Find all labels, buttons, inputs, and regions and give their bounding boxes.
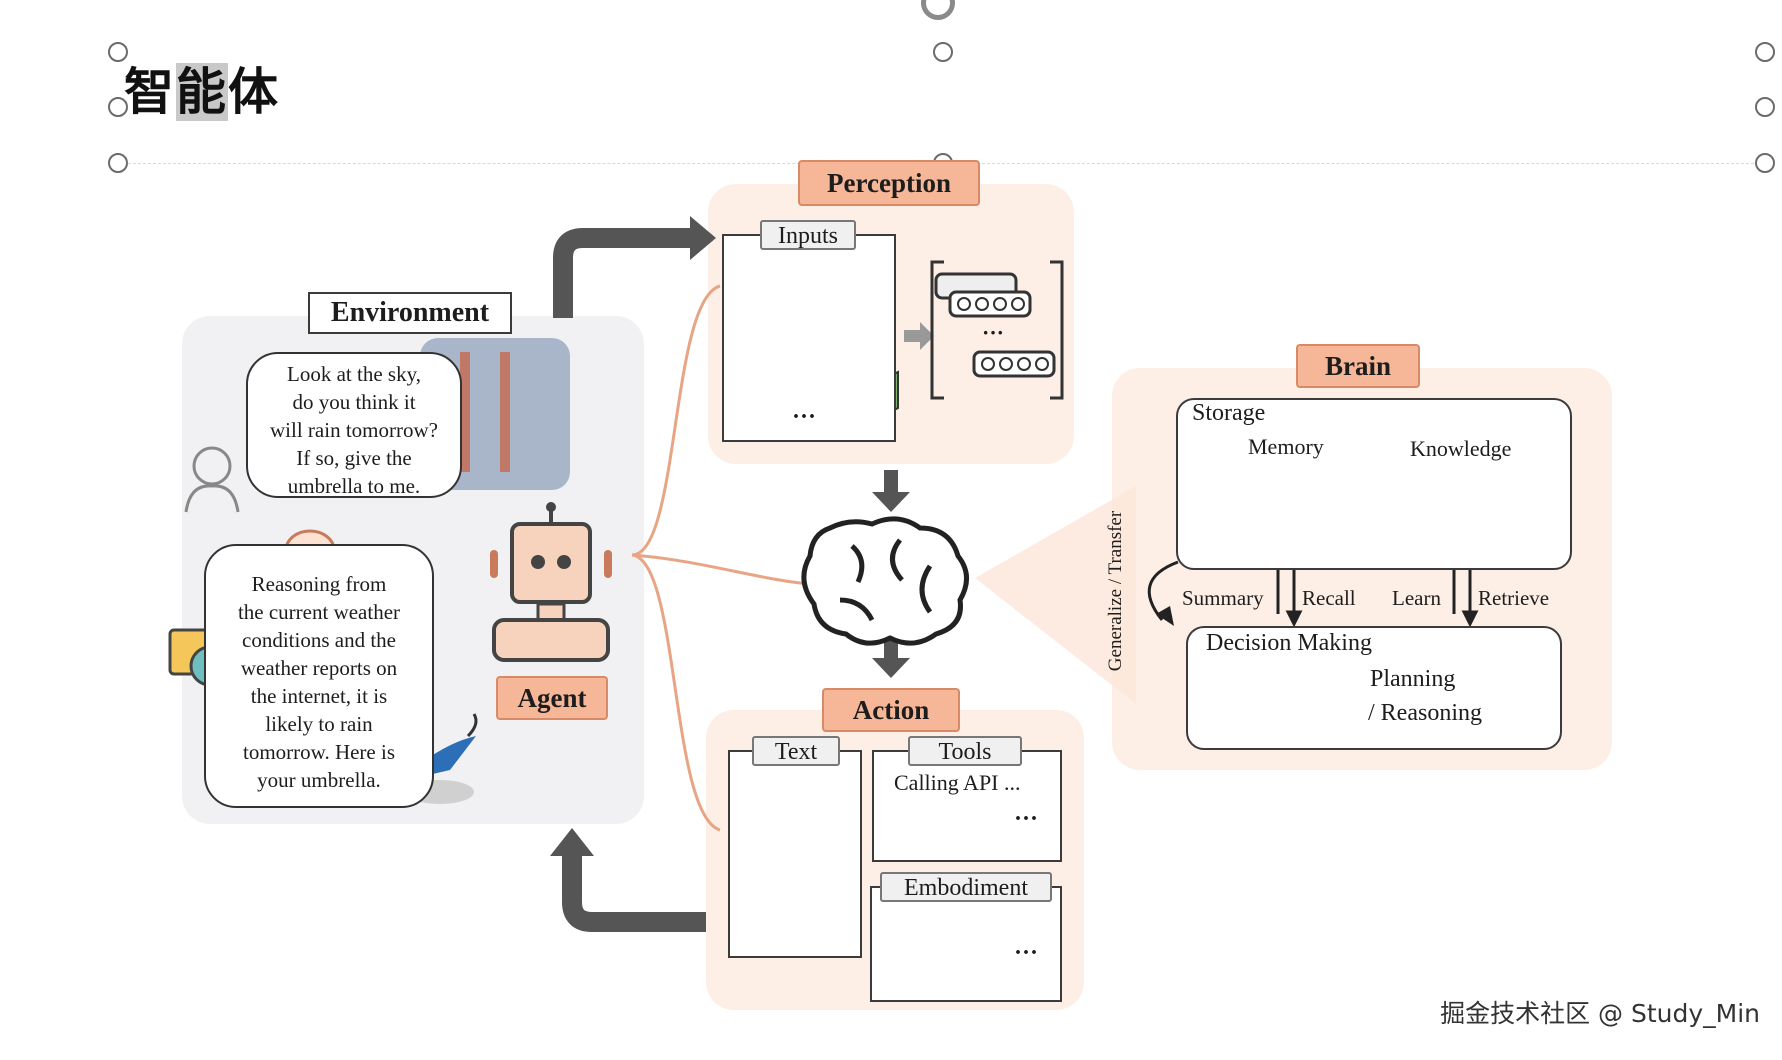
agent-message-line-4: weather reports on bbox=[240, 656, 398, 680]
learn-label: Learn bbox=[1392, 586, 1441, 610]
human-message-line-2: do you think it bbox=[292, 390, 416, 414]
resize-handle-mid-right[interactable] bbox=[1755, 97, 1775, 117]
agent-to-action-line bbox=[631, 553, 721, 832]
brain-icon bbox=[801, 516, 969, 646]
embedding-vector-3 bbox=[972, 350, 1056, 378]
resize-handle-bottom-right[interactable] bbox=[1755, 153, 1775, 173]
memory-label: Memory bbox=[1248, 434, 1324, 459]
slide-title[interactable]: 智能体 bbox=[124, 52, 280, 124]
agent-to-brain-line bbox=[631, 553, 811, 586]
action-to-env-arrowhead bbox=[550, 828, 594, 856]
agent-message-line-7: tomorrow. Here is bbox=[242, 740, 395, 764]
text-output-box bbox=[728, 750, 862, 958]
tools-box bbox=[872, 750, 1062, 862]
inputs-box bbox=[722, 234, 896, 442]
human-icon bbox=[184, 446, 240, 513]
title-char-2-selected: 能 bbox=[176, 63, 228, 121]
resize-handle-top-mid[interactable] bbox=[933, 42, 953, 62]
vector-bracket-right bbox=[1050, 260, 1064, 400]
human-message-line-5: umbrella to me. bbox=[287, 474, 421, 498]
generalize-transfer-label: Generalize / Transfer bbox=[1105, 510, 1127, 672]
embodiment-ellipsis: ··· bbox=[1014, 940, 1039, 966]
planning-label: Planning bbox=[1370, 666, 1456, 692]
title-char-3: 体 bbox=[228, 63, 280, 121]
agent-message-line-3: conditions and the bbox=[242, 628, 396, 652]
resize-handle-top-right[interactable] bbox=[1755, 42, 1775, 62]
inputs-ellipsis: ··· bbox=[792, 404, 817, 430]
calling-api-label: Calling API ... bbox=[894, 770, 1021, 795]
action-to-env-arrow bbox=[562, 854, 706, 932]
resize-handle-top-left[interactable] bbox=[108, 42, 128, 62]
vector-ellipsis: ··· bbox=[982, 320, 1005, 345]
recall-label: Recall bbox=[1302, 586, 1356, 610]
agent-message-line-1: Reasoning from bbox=[251, 572, 387, 596]
brain-label: Brain bbox=[1296, 344, 1420, 388]
retrieve-label: Retrieve bbox=[1478, 586, 1550, 610]
watermark: 掘金技术社区 @ Study_Min bbox=[1440, 999, 1760, 1028]
env-to-perception-arrow bbox=[553, 228, 690, 318]
rotate-handle-icon[interactable] bbox=[921, 0, 955, 20]
brain-zoom-wedge bbox=[975, 486, 1136, 704]
human-message-line-1: Look at the sky, bbox=[287, 362, 421, 386]
agent-message-line-8: your umbrella. bbox=[257, 768, 381, 792]
env-to-perception-arrowhead bbox=[690, 216, 716, 260]
embedding-vector-2 bbox=[948, 290, 1032, 318]
human-message-line-3: will rain tomorrow? bbox=[270, 418, 438, 442]
text-output-label: Text bbox=[752, 736, 840, 766]
inputs-to-vectors-arrow bbox=[904, 322, 934, 350]
inputs-label: Inputs bbox=[760, 220, 856, 250]
decision-making-label: Decision Making bbox=[1206, 630, 1372, 656]
perception-to-brain-arrowhead bbox=[872, 492, 910, 512]
embodiment-label: Embodiment bbox=[880, 872, 1052, 902]
agent-message-line-2: the current weather bbox=[237, 600, 401, 624]
vector-bracket-left bbox=[930, 260, 944, 400]
agent-label: Agent bbox=[496, 676, 608, 720]
robot-icon bbox=[490, 502, 612, 662]
title-char-1: 智 bbox=[124, 63, 176, 121]
resize-handle-bottom-left[interactable] bbox=[108, 153, 128, 173]
human-speech-bubble: Look at the sky, do you think it will ra… bbox=[246, 352, 462, 498]
environment-label: Environment bbox=[308, 292, 512, 334]
agent-speech-bubble: Reasoning from the current weather condi… bbox=[204, 544, 434, 808]
brain-to-action-arrowhead bbox=[872, 658, 910, 678]
reasoning-label: / Reasoning bbox=[1368, 700, 1482, 726]
resize-handle-mid-left[interactable] bbox=[108, 97, 128, 117]
summary-label: Summary bbox=[1182, 586, 1264, 610]
generalize-curved-arrow bbox=[1147, 560, 1179, 621]
perception-label: Perception bbox=[798, 160, 980, 206]
storage-box bbox=[1176, 398, 1572, 570]
agent-message-line-6: likely to rain bbox=[265, 712, 373, 736]
action-label: Action bbox=[822, 688, 960, 732]
storage-label: Storage bbox=[1192, 400, 1266, 426]
tools-label: Tools bbox=[908, 736, 1022, 766]
decision-making-box bbox=[1186, 626, 1562, 750]
embodiment-box bbox=[870, 886, 1062, 1002]
knowledge-label: Knowledge bbox=[1410, 436, 1512, 461]
human-message-line-4: If so, give the bbox=[296, 446, 412, 470]
agent-message-line-5: the internet, it is bbox=[250, 684, 388, 708]
tools-ellipsis: ··· bbox=[1014, 806, 1039, 832]
agent-to-perception-line bbox=[631, 284, 721, 557]
